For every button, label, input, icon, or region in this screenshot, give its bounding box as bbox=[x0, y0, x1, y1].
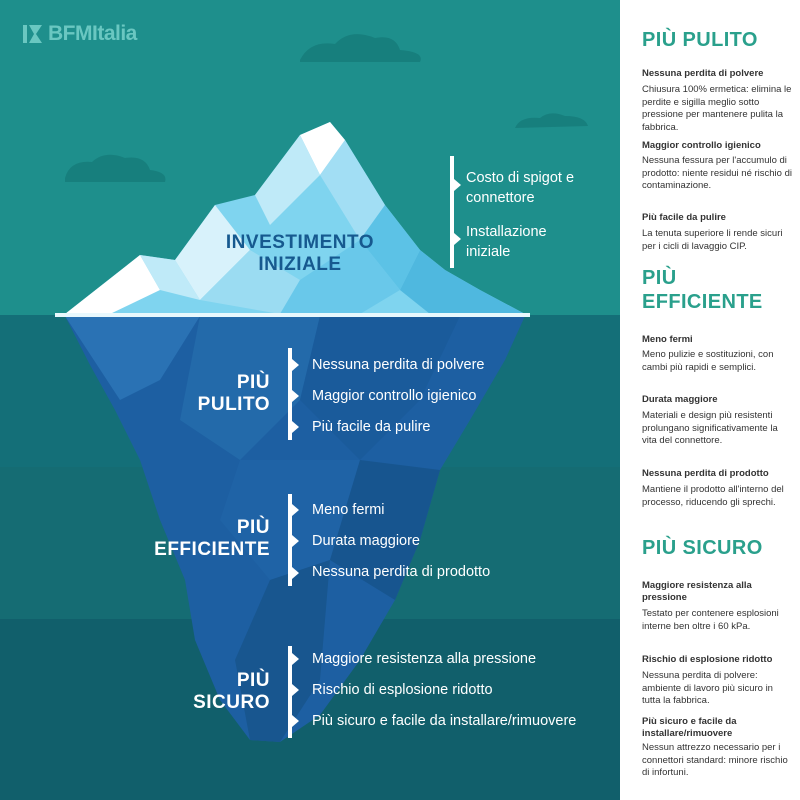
arrow-icon bbox=[292, 684, 299, 696]
sidebar-entry-body: Nessun attrezzo necessario per i connett… bbox=[642, 742, 788, 778]
sidebar-entry-head: Meno fermi bbox=[642, 334, 693, 345]
section-item: Durata maggiore bbox=[312, 533, 420, 549]
sidebar-entry-body: Nessuna fessura per l'accumulo di prodot… bbox=[642, 155, 792, 191]
sidebar-entry-body: Chiusura 100% ermetica: elimina le perdi… bbox=[642, 84, 792, 133]
sidebar-title-pulito: PIÙ PULITO bbox=[642, 29, 758, 51]
sidebar-title-efficiente: PIÙ EFFICIENTE bbox=[642, 267, 763, 313]
sidebar-entry-head: Più facile da pulire bbox=[642, 212, 726, 223]
sidebar-entry-body: Meno pulizie e sostituzioni, con cambi p… bbox=[642, 349, 774, 373]
arrow-icon bbox=[292, 421, 299, 433]
infographic-stage: BFMItalia INVESTIMENTO INIZIALE Costo di… bbox=[0, 0, 620, 800]
arrow-icon bbox=[292, 567, 299, 579]
section-item: Più sicuro e facile da installare/rimuov… bbox=[312, 713, 577, 729]
section-title-pulito: PIÙ PULITO bbox=[197, 372, 270, 415]
section-item: Nessuna perdita di polvere bbox=[312, 357, 485, 373]
arrow-icon bbox=[454, 179, 461, 191]
section-title-sicuro: PIÙ SICURO bbox=[193, 670, 270, 713]
section-item: Meno fermi bbox=[312, 502, 385, 518]
section-item: Più facile da pulire bbox=[312, 419, 431, 435]
top-bracket bbox=[450, 156, 454, 268]
arrow-icon bbox=[292, 715, 299, 727]
sidebar-entry-head: Maggior controllo igienico bbox=[642, 140, 761, 151]
top-item: Costo di spigot e connettore bbox=[466, 170, 575, 206]
iceberg-illustration bbox=[0, 34, 620, 800]
section-item: Maggior controllo igienico bbox=[312, 388, 477, 404]
arrow-icon bbox=[292, 359, 299, 371]
sidebar-entry-head: Maggiore resistenza alla pressione bbox=[642, 580, 752, 603]
section-item: Rischio di esplosione ridotto bbox=[312, 682, 493, 698]
sidebar-title-sicuro: PIÙ SICURO bbox=[642, 537, 763, 559]
arrow-icon bbox=[292, 653, 299, 665]
benefits-sidebar: PIÙ PULITO Nessuna perdita di polvere Ch… bbox=[620, 0, 800, 800]
sidebar-entry-body: Nessuna perdita di polvere: ambiente di … bbox=[642, 670, 773, 706]
section-bracket bbox=[288, 494, 292, 586]
cloud-icon bbox=[65, 34, 588, 182]
arrow-icon bbox=[292, 390, 299, 402]
section-title-efficiente: PIÙ EFFICIENTE bbox=[154, 517, 270, 560]
bfm-logo-icon bbox=[23, 25, 42, 43]
top-item: Installazione iniziale bbox=[466, 224, 547, 260]
sidebar-entry-head: Nessuna perdita di prodotto bbox=[642, 468, 769, 479]
brand-logo: BFMItalia bbox=[22, 22, 137, 46]
sidebar-entry-body: Mantiene il prodotto all'interno del pro… bbox=[642, 484, 784, 508]
section-item: Nessuna perdita di prodotto bbox=[312, 564, 491, 580]
sidebar-entry-body: Testato per contenere esplosioni interne… bbox=[642, 608, 779, 632]
sidebar-entry-head: Rischio di esplosione ridotto bbox=[642, 654, 773, 665]
arrow-icon bbox=[292, 504, 299, 516]
sidebar-entry-body: Materiali e design più resistenti prolun… bbox=[642, 410, 778, 446]
arrow-icon bbox=[292, 535, 299, 547]
arrow-icon bbox=[454, 233, 461, 245]
sidebar-entry-head: Nessuna perdita di polvere bbox=[642, 68, 764, 79]
sidebar-entry-head: Più sicuro e facile da installare/rimuov… bbox=[642, 716, 737, 739]
initial-investment-label: INVESTIMENTO INIZIALE bbox=[225, 232, 375, 275]
sidebar-entry-body: La tenuta superiore li rende sicuri per … bbox=[642, 228, 783, 252]
section-item: Maggiore resistenza alla pressione bbox=[312, 651, 537, 667]
section-bracket bbox=[288, 348, 292, 440]
section-bracket bbox=[288, 646, 292, 738]
logo-text: BFMItalia bbox=[48, 22, 137, 45]
sidebar-entry-head: Durata maggiore bbox=[642, 394, 718, 405]
